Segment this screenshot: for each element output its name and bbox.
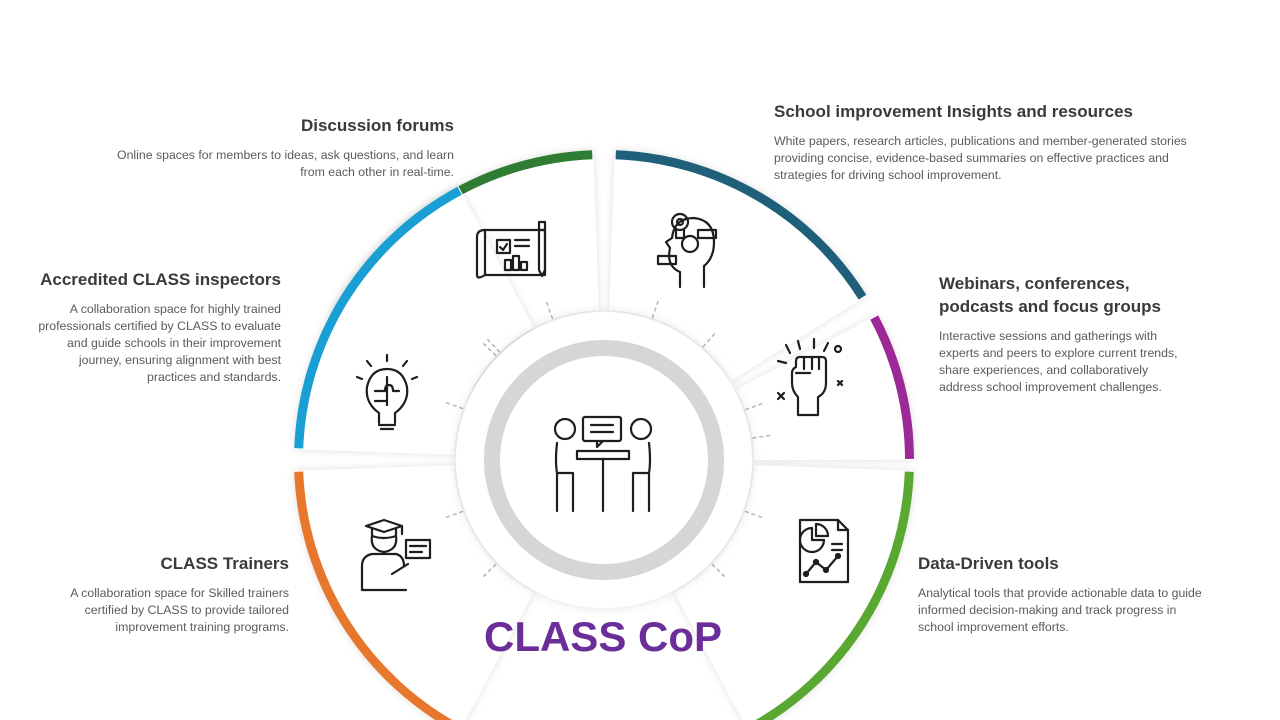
inspectors-segment [294, 186, 534, 455]
webinars-description: Interactive sessions and gatherings with… [939, 329, 1178, 394]
insights-resources-label: School improvement Insights and resource… [774, 100, 1224, 184]
insights-resources-color-band [615, 150, 867, 300]
meeting-discussion-icon [553, 415, 653, 513]
inspectors-title: Accredited CLASS inspectors [40, 270, 281, 289]
trainers-title: CLASS Trainers [160, 554, 290, 573]
raised-fist-icon [776, 337, 844, 417]
inspectors-label: Accredited CLASS inspectors A collaborat… [28, 268, 281, 386]
data-tools-title: Data-Driven tools [918, 554, 1059, 573]
inspectors-color-band [294, 186, 462, 449]
graduate-presenter-icon [360, 518, 432, 592]
webinars-color-band [870, 315, 914, 459]
discussion-forums-title: Discussion forums [300, 116, 454, 135]
head-idea-icon [656, 212, 718, 289]
discussion-forums-label: Discussion forums Online spaces for memb… [110, 114, 454, 181]
trainers-color-band [294, 471, 453, 720]
data-report-icon [798, 518, 850, 584]
data-tools-label: Data-Driven tools Analytical tools that … [918, 552, 1208, 636]
webinars-title: Webinars, conferences, podcasts and focu… [939, 274, 1161, 316]
data-tools-description: Analytical tools that provide actionable… [918, 586, 1202, 634]
trainers-segment [294, 465, 534, 720]
insights-resources-description: White papers, research articles, publica… [774, 134, 1187, 182]
insights-resources-title: School improvement Insights and resource… [774, 102, 1133, 121]
data-tools-segment [674, 465, 914, 720]
center-ring [484, 340, 724, 580]
insights-resources-segment [609, 150, 867, 381]
blueprint-icon [475, 220, 547, 279]
trainers-label: CLASS Trainers A collaboration space for… [40, 552, 289, 636]
inspectors-description: A collaboration space for highly trained… [38, 302, 281, 384]
data-tools-color-band [755, 471, 914, 720]
webinars-label: Webinars, conferences, podcasts and focu… [939, 272, 1189, 396]
diagram-title: CLASS CoP [483, 613, 722, 660]
lightbulb-puzzle-icon [355, 353, 419, 431]
discussion-forums-description: Online spaces for members to ideas, ask … [117, 148, 454, 179]
trainers-description: A collaboration space for Skilled traine… [70, 586, 289, 634]
